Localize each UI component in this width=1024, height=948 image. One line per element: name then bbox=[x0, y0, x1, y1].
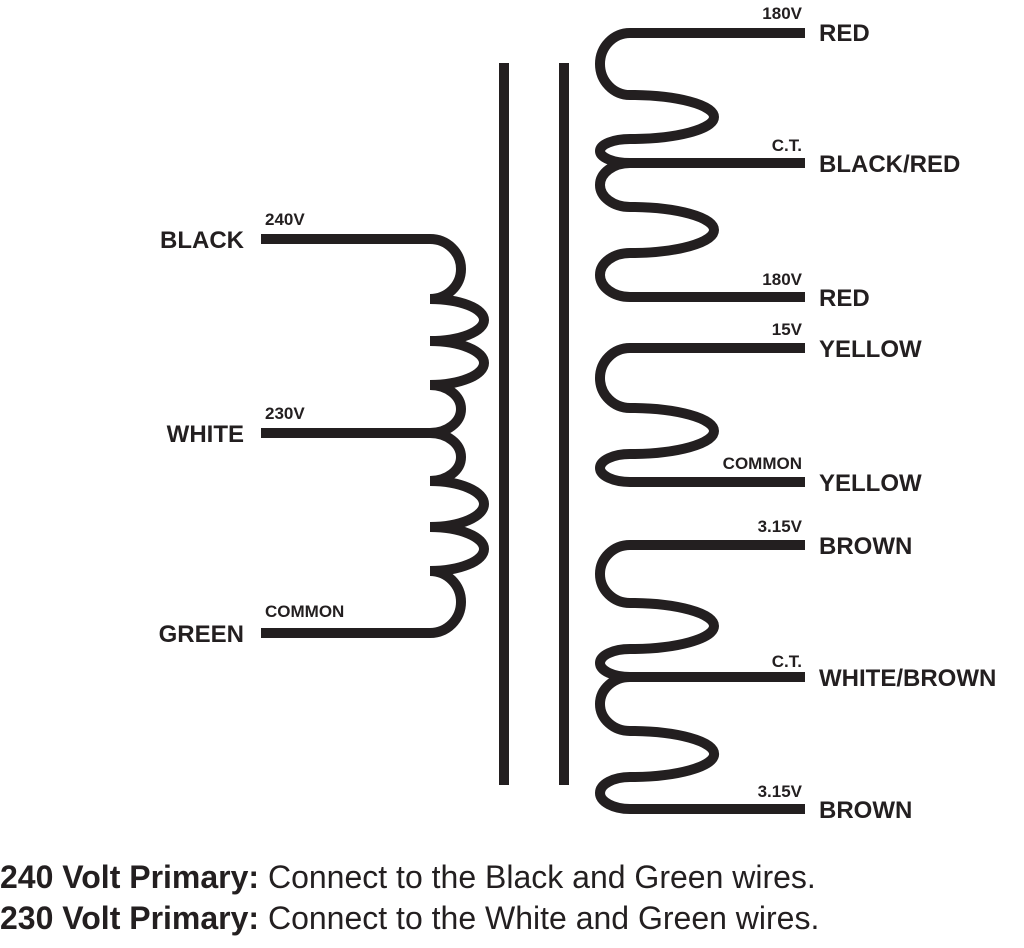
secondary-wire-label: RED bbox=[819, 20, 870, 47]
primary-voltage-label-240v: 240V bbox=[265, 210, 305, 229]
secondary-winding-high-voltage bbox=[595, 28, 805, 302]
secondary-voltage-label: 3.15V bbox=[758, 517, 803, 536]
note-heading: 240 Volt Primary: bbox=[0, 859, 260, 895]
secondary-voltage-label: 3.15V bbox=[758, 782, 803, 801]
secondary-wire-label: WHITE/BROWN bbox=[819, 665, 996, 692]
primary-voltage-label-common: COMMON bbox=[265, 602, 344, 621]
secondary-wire-label: RED bbox=[819, 285, 870, 312]
secondary-wire-label: YELLOW bbox=[819, 336, 922, 363]
secondary-wire-label: BROWN bbox=[819, 797, 912, 824]
primary-wire-label-white: WHITE bbox=[167, 421, 244, 448]
note-heading: 230 Volt Primary: bbox=[0, 900, 260, 936]
secondary-winding-filament bbox=[595, 540, 805, 814]
secondary-wire-label: BROWN bbox=[819, 533, 912, 560]
secondary-voltage-label: 180V bbox=[762, 270, 802, 289]
secondary-voltage-label: 15V bbox=[772, 320, 803, 339]
primary-note-230v: 230 Volt Primary: Connect to the White a… bbox=[0, 899, 1024, 937]
secondary-winding-15v bbox=[595, 343, 805, 487]
primary-wire-label-black: BLACK bbox=[160, 227, 245, 254]
secondary-voltage-label: C.T. bbox=[772, 136, 802, 155]
secondary-voltage-label: 180V bbox=[762, 4, 802, 23]
secondary-voltage-label: C.T. bbox=[772, 652, 802, 671]
primary-wire-label-green: GREEN bbox=[159, 621, 244, 648]
primary-voltage-label-230v: 230V bbox=[265, 404, 305, 423]
secondary-wire-label: BLACK/RED bbox=[819, 151, 960, 178]
secondary-voltage-label: COMMON bbox=[723, 454, 802, 473]
primary-note-240v: 240 Volt Primary: Connect to the Black a… bbox=[0, 858, 1024, 896]
note-text: Connect to the White and Green wires. bbox=[259, 900, 820, 936]
primary-winding bbox=[261, 234, 489, 638]
note-text: Connect to the Black and Green wires. bbox=[259, 859, 816, 895]
secondary-wire-label: YELLOW bbox=[819, 470, 922, 497]
